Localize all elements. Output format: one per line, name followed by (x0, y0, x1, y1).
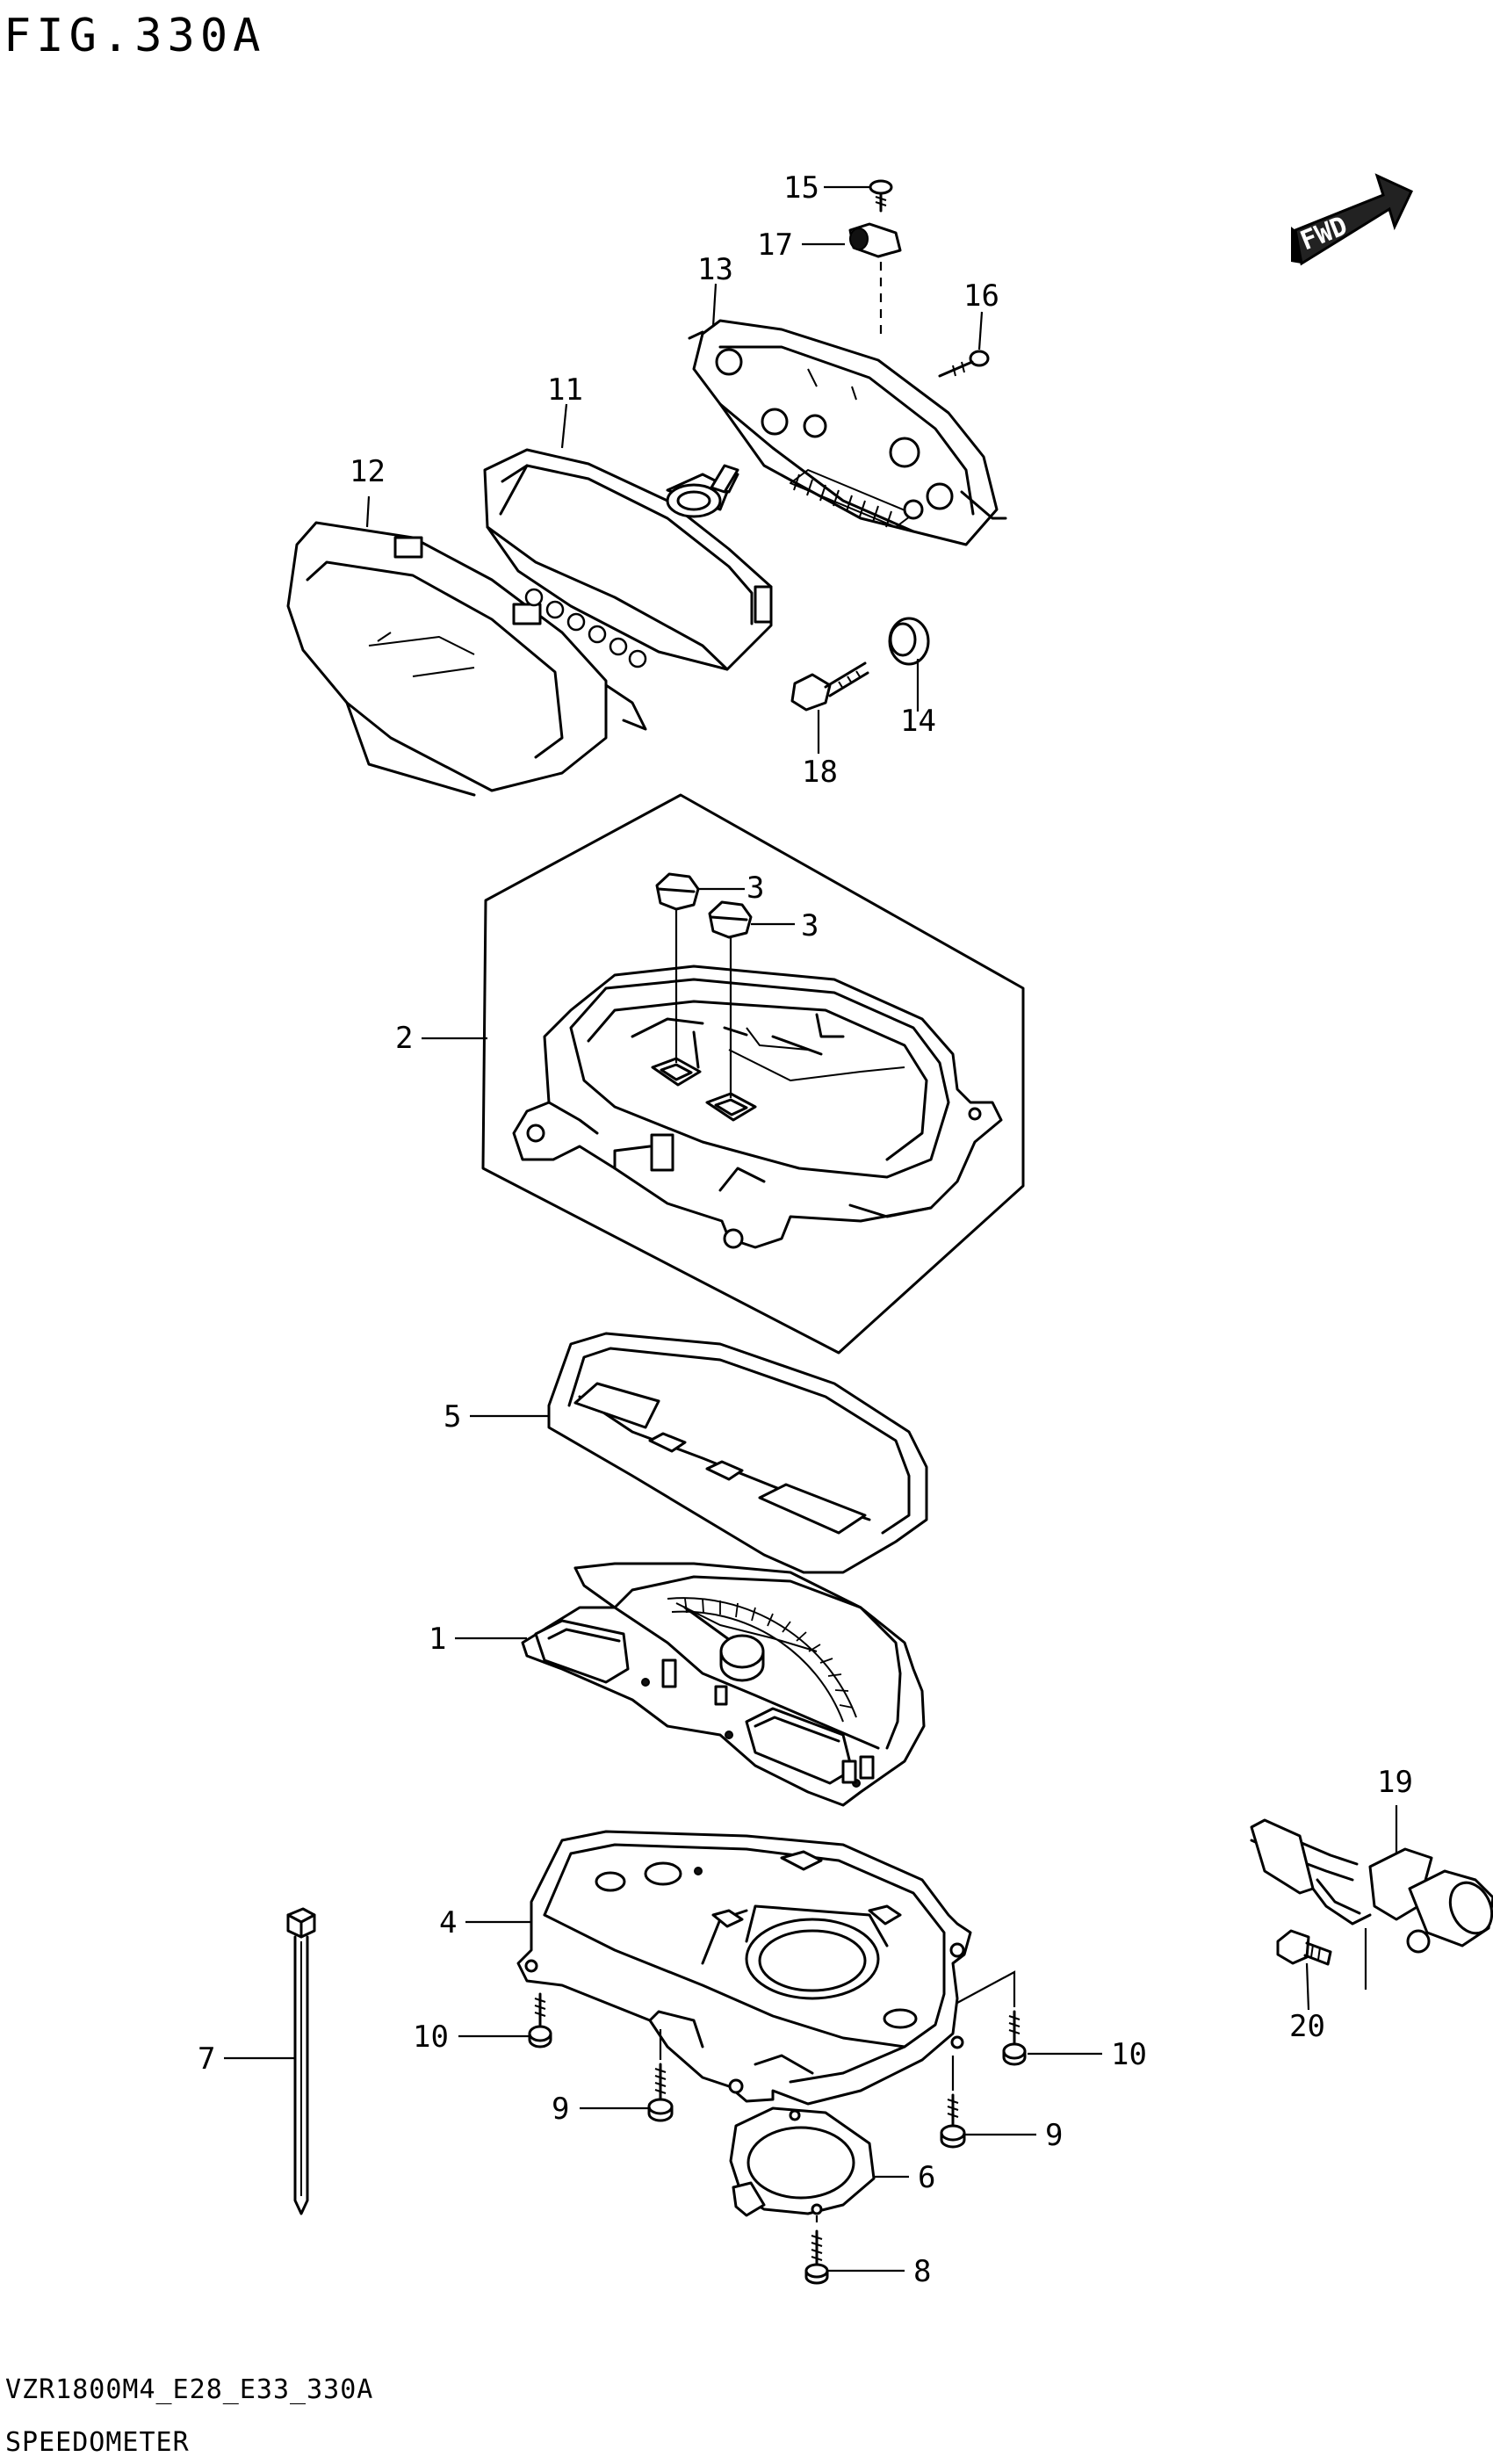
part-19-speed-sensor (1250, 1818, 1493, 1990)
callout-labels: 15 17 13 16 11 12 14 18 3 3 2 5 1 4 7 10… (198, 170, 1413, 2289)
callout-13: 13 (697, 252, 733, 287)
callout-20: 20 (1289, 2009, 1325, 2044)
part-3-rubber-cap-b (708, 900, 753, 1098)
part-18-bolt (790, 661, 869, 712)
fwd-arrow-icon: FWD (1291, 173, 1414, 266)
part-9-screw-right (940, 2056, 966, 2149)
callout-10-left: 10 (413, 2020, 449, 2055)
part-3-rubber-cap-a (655, 872, 700, 1063)
part-1-speedometer-unit (521, 1562, 926, 1807)
part-20-bolt (1276, 1929, 1332, 1966)
callout-3-lower: 3 (801, 908, 819, 943)
callout-3-upper: 3 (746, 871, 764, 906)
callout-4: 4 (439, 1905, 457, 1940)
part-2-assembly-outline (481, 793, 1025, 1355)
part-10-screw-left (528, 1992, 552, 2049)
part-14-grommet (888, 617, 930, 666)
callout-17: 17 (757, 228, 793, 263)
part-12-meter-cover (286, 521, 647, 797)
part-4-lower-case (516, 1830, 972, 2106)
leader-lines (224, 185, 1398, 2273)
callout-8: 8 (913, 2254, 931, 2289)
callout-5: 5 (444, 1399, 461, 1434)
part-17-clip (848, 222, 902, 334)
callout-6: 6 (918, 2160, 935, 2195)
callout-15: 15 (783, 170, 819, 206)
part-2-meter-housing (512, 965, 1003, 1249)
part-6-ring-bracket (729, 2106, 876, 2217)
part-8-screw (804, 2215, 829, 2285)
part-15-screw (869, 179, 893, 213)
part-13-rear-bracket (688, 319, 1007, 546)
callout-2: 2 (395, 1021, 413, 1056)
part-7-cable-tie (286, 1907, 316, 2215)
callout-10-right: 10 (1111, 2037, 1147, 2072)
diagram-caption: SPEEDOMETER (5, 2427, 190, 2458)
callout-18: 18 (802, 755, 838, 790)
part-16-screw (938, 350, 990, 378)
callout-1: 1 (429, 1622, 446, 1657)
callout-14: 14 (900, 704, 936, 739)
callout-19: 19 (1377, 1765, 1413, 1800)
part-9-screw-left (647, 2029, 674, 2122)
callout-7: 7 (198, 2041, 215, 2077)
part-10-screw-right (956, 1970, 1027, 2066)
callout-9-left: 9 (552, 2092, 569, 2127)
figure-title: FIG.330A (4, 10, 265, 62)
part-5-seal-ring (547, 1332, 928, 1574)
callout-12: 12 (350, 454, 386, 489)
callout-11: 11 (547, 372, 583, 408)
callout-16: 16 (963, 278, 999, 314)
model-code: VZR1800M4_E28_E33_330A (5, 2374, 373, 2405)
callout-9-right: 9 (1045, 2118, 1063, 2153)
connector-plug (666, 464, 739, 518)
